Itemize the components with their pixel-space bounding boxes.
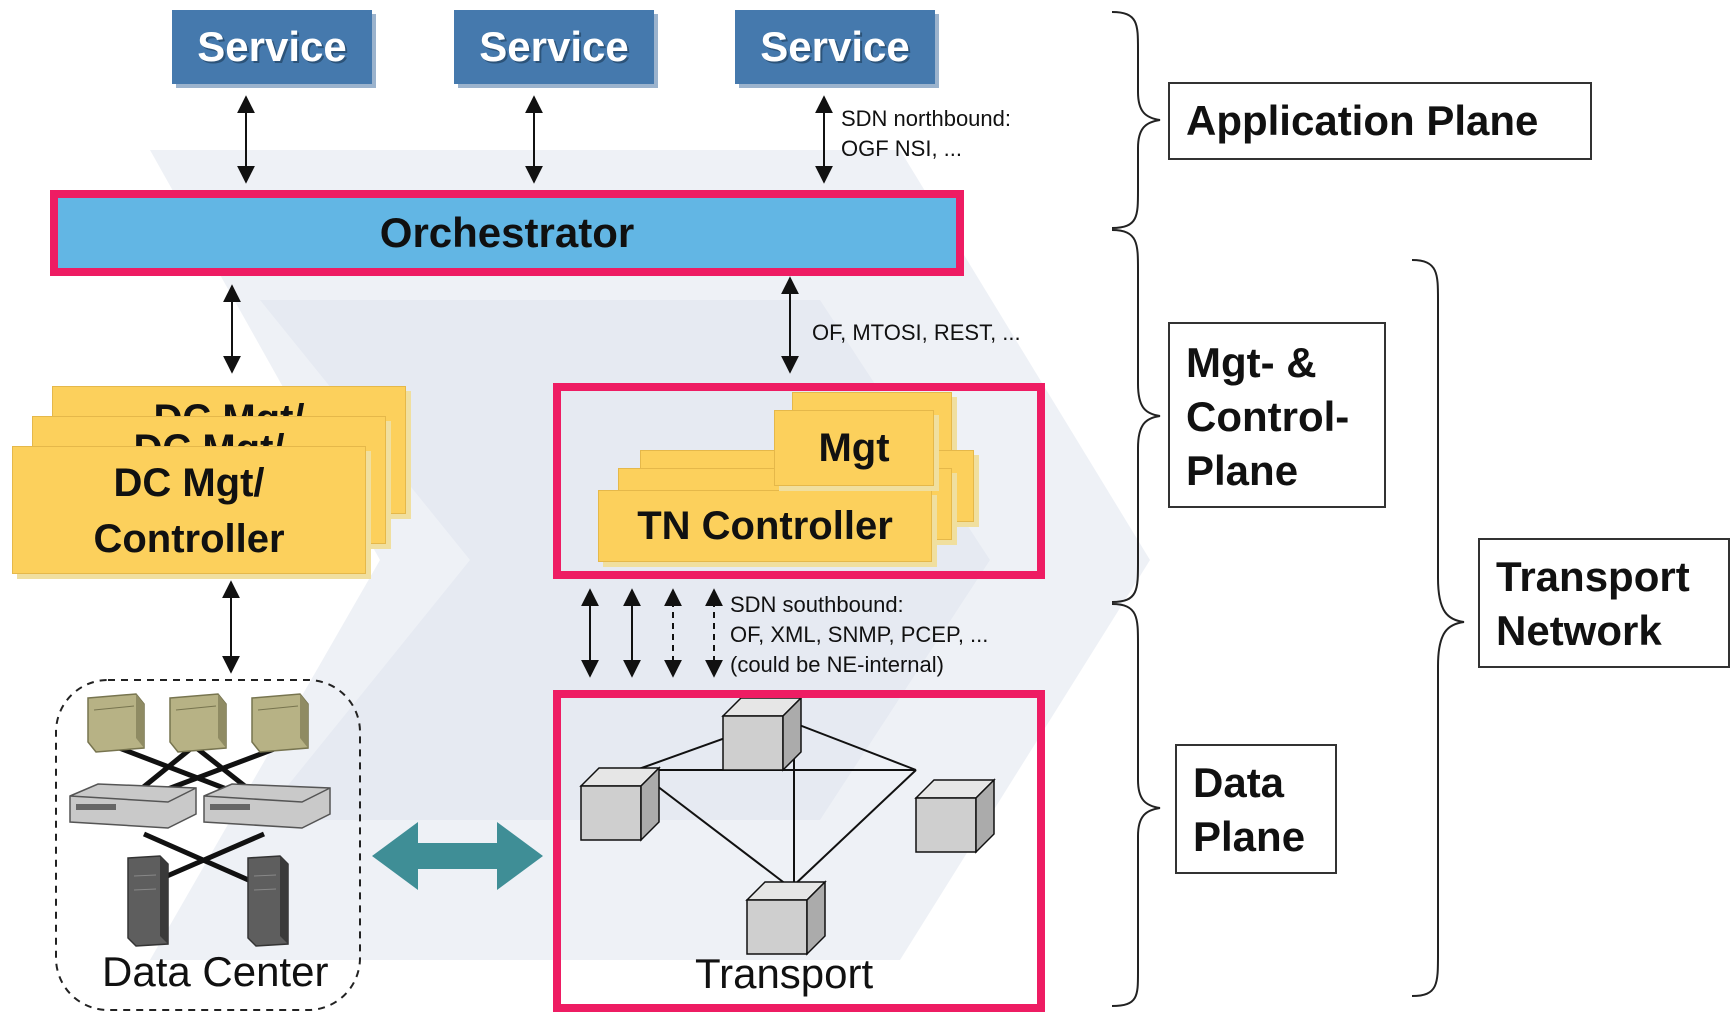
northbound-protocol-label: SDN northbound: OGF NSI, ... bbox=[841, 104, 1011, 164]
application-plane-label: Application Plane bbox=[1168, 82, 1592, 160]
switch-icon bbox=[203, 783, 331, 829]
data-plane-line-2: Plane bbox=[1193, 813, 1306, 860]
network-element-icon bbox=[579, 766, 661, 842]
data-center-label: Data Center bbox=[102, 948, 329, 995]
northbound-line-2: OGF NSI, ... bbox=[841, 136, 963, 161]
datacenter-transport-link bbox=[372, 822, 543, 890]
data-plane-label: Data Plane bbox=[1175, 744, 1337, 874]
mgt-control-plane-line-2: Control- bbox=[1186, 393, 1350, 440]
switch-icon bbox=[69, 783, 197, 829]
tn-controller-frame bbox=[553, 383, 1045, 579]
service-label-2: Service bbox=[479, 23, 629, 70]
brace-data-plane bbox=[1111, 603, 1161, 1007]
tn-controller-label: TN Controller bbox=[637, 504, 893, 548]
storage-tower-icon bbox=[247, 855, 289, 947]
brace-mgt-control-plane bbox=[1111, 229, 1161, 603]
server-icon bbox=[251, 693, 309, 753]
service-box-1: Service bbox=[172, 10, 372, 84]
orchestrator-frame: Orchestrator bbox=[50, 190, 964, 276]
server-icon bbox=[169, 693, 227, 753]
southbound-line-1: SDN southbound: bbox=[730, 592, 904, 617]
data-center-boundary bbox=[55, 679, 361, 1011]
transport-network-topology bbox=[579, 698, 996, 956]
southbound-line-2: OF, XML, SNMP, PCEP, ... bbox=[730, 622, 989, 647]
mgt-protocol-label: OF, MTOSI, REST, ... bbox=[812, 320, 1021, 345]
service-label-1: Service bbox=[197, 23, 347, 70]
mgt-control-plane-label: Mgt- & Control- Plane bbox=[1168, 322, 1386, 508]
tn-controller-card: TN Controller bbox=[598, 490, 932, 562]
service-label-3: Service bbox=[760, 23, 910, 70]
network-element-icon bbox=[745, 880, 827, 956]
southbound-protocol-label: SDN southbound: OF, XML, SNMP, PCEP, ...… bbox=[730, 590, 988, 680]
data-plane-line-1: Data bbox=[1193, 759, 1285, 806]
service-box-3: Service bbox=[735, 10, 935, 84]
dc-controller-label-line-1: DC Mgt/ bbox=[113, 461, 265, 505]
transport-network-line-1: Transport bbox=[1496, 553, 1690, 600]
southbound-line-3: (could be NE-internal) bbox=[730, 652, 944, 677]
mgt-control-plane-line-3: Plane bbox=[1186, 447, 1299, 494]
transport-network-line-2: Network bbox=[1496, 607, 1662, 654]
northbound-line-1: SDN northbound: bbox=[841, 106, 1011, 131]
brace-application-plane bbox=[1111, 11, 1161, 229]
tn-mgt-card: Mgt bbox=[774, 410, 934, 486]
data-center-group bbox=[55, 679, 361, 1011]
mgt-control-plane-line-1: Mgt- & bbox=[1186, 339, 1317, 386]
orchestrator-label: Orchestrator bbox=[379, 209, 635, 256]
server-icon bbox=[87, 693, 145, 753]
storage-tower-icon bbox=[127, 855, 169, 947]
orchestrator-box: Orchestrator bbox=[58, 198, 956, 268]
transport-frame bbox=[553, 690, 1045, 1012]
transport-label: Transport bbox=[695, 950, 874, 997]
network-element-icon bbox=[914, 778, 996, 854]
application-plane-text: Application Plane bbox=[1186, 97, 1539, 144]
network-element-icon bbox=[721, 698, 803, 772]
service-box-2: Service bbox=[454, 10, 654, 84]
dc-controller-label-line-2: Controller bbox=[93, 517, 285, 561]
tn-mgt-label: Mgt bbox=[818, 426, 890, 470]
dc-controller-card-front: DC Mgt/ Controller bbox=[12, 446, 366, 574]
transport-network-label: Transport Network bbox=[1478, 538, 1730, 668]
brace-transport-network bbox=[1411, 259, 1465, 997]
